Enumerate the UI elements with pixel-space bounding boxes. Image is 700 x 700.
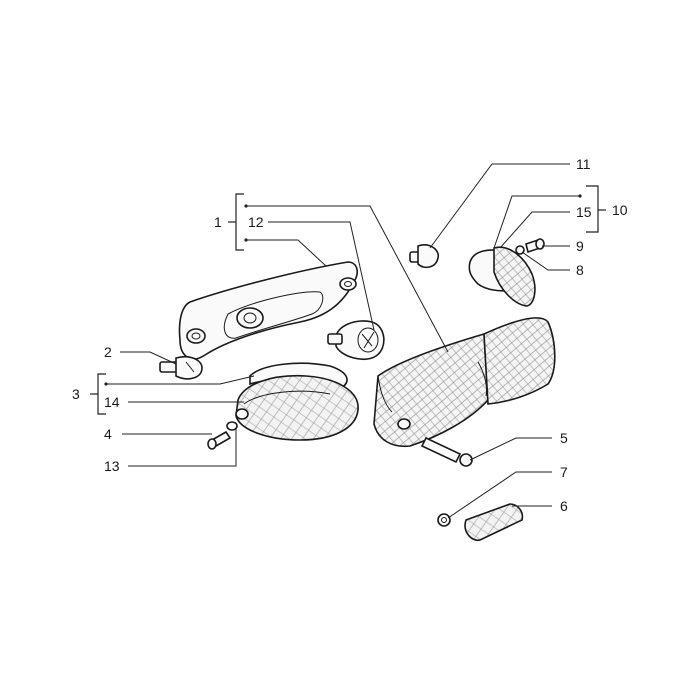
leader-12 xyxy=(268,221,375,331)
leader-5 xyxy=(469,437,552,461)
left-indicator-lens xyxy=(235,374,359,441)
label-11: 11 xyxy=(576,156,591,172)
leader-13 xyxy=(128,428,237,467)
lamp-bracket xyxy=(178,261,358,360)
leader-11 xyxy=(429,163,570,249)
bracket-3 xyxy=(90,373,255,415)
leader-8 xyxy=(521,251,570,271)
leader-2 xyxy=(120,351,177,365)
leader-15 xyxy=(499,211,570,249)
screw-right xyxy=(420,436,473,467)
tail-light-lens xyxy=(373,317,556,448)
label-5: 5 xyxy=(560,430,568,446)
screw-indicator xyxy=(515,238,545,255)
label-1: 1 xyxy=(214,214,222,230)
label-2: 2 xyxy=(104,344,112,360)
leader-7 xyxy=(447,471,552,519)
label-9: 9 xyxy=(576,238,584,254)
bulb-large xyxy=(327,320,385,361)
label-3: 3 xyxy=(72,386,80,402)
screw-left xyxy=(207,421,238,450)
label-8: 8 xyxy=(576,262,584,278)
nut xyxy=(437,513,451,527)
bulb-small-left xyxy=(159,355,203,380)
label-7: 7 xyxy=(560,464,568,480)
reflector xyxy=(464,503,524,542)
label-14: 14 xyxy=(104,394,120,410)
right-indicator xyxy=(468,246,536,307)
bracket-1 xyxy=(228,193,449,353)
label-15: 15 xyxy=(576,204,592,220)
label-6: 6 xyxy=(560,498,568,514)
label-10: 10 xyxy=(612,202,628,218)
label-13: 13 xyxy=(104,458,120,474)
bracket-10 xyxy=(493,185,606,249)
bulb-small-top xyxy=(409,244,440,269)
label-4: 4 xyxy=(104,426,112,442)
label-12: 12 xyxy=(248,214,264,230)
